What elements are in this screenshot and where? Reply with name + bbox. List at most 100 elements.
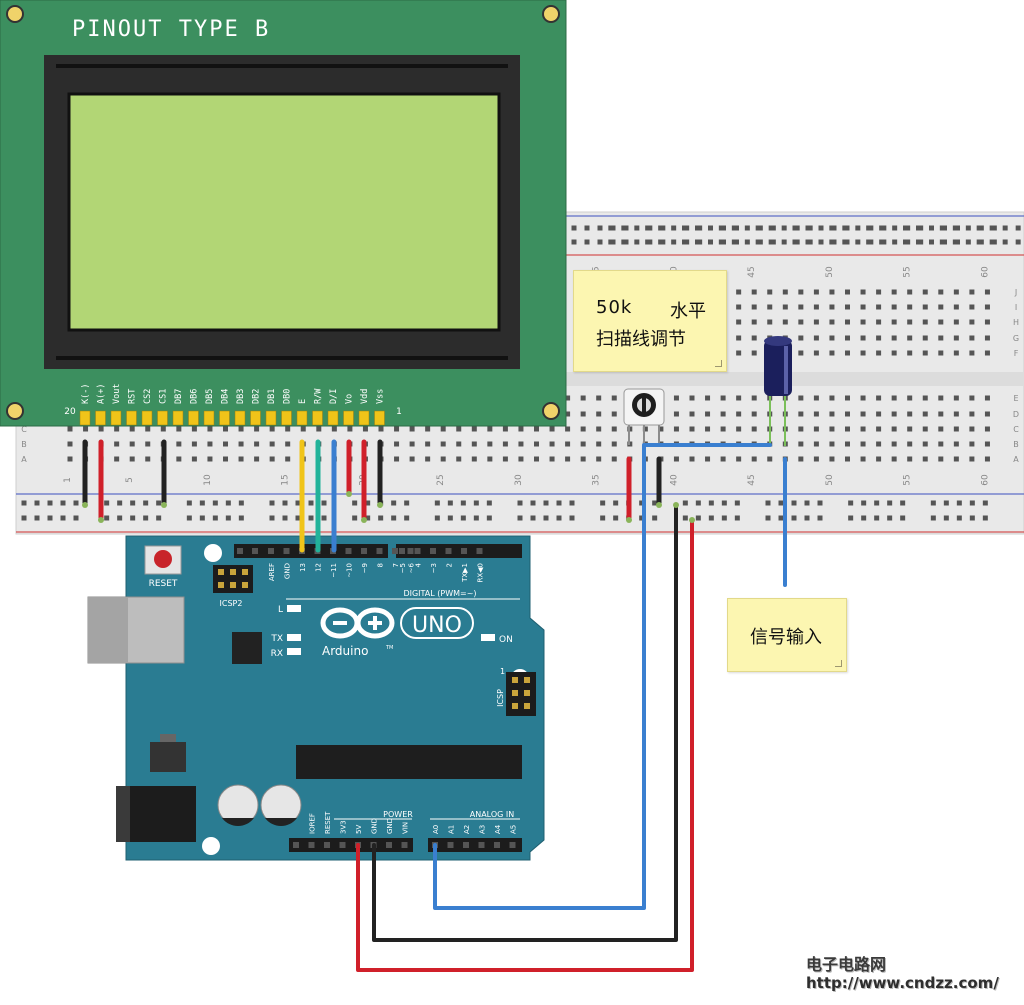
lcd-pin-label: DB6 (190, 389, 200, 404)
icsp-header (506, 672, 536, 716)
breadboard-row-letter: A (21, 455, 27, 464)
led-on-label: ON (499, 635, 513, 645)
icsp2-label: ICSP2 (220, 599, 243, 608)
power-pin-label: GND (386, 818, 394, 834)
led-tx-label: TX (270, 634, 283, 644)
atmega-chip (296, 745, 522, 779)
lcd-pin-label: DB2 (252, 389, 262, 404)
breadboard-col-number: 60 (980, 266, 990, 278)
lcd-pin-label: E (298, 399, 308, 404)
digital-pin-label: ~5 (399, 563, 407, 573)
analog-header (428, 838, 522, 852)
lcd-pin-label: Vout (112, 384, 122, 404)
voltage-regulator (150, 742, 186, 772)
digital-pin-label: GND (284, 563, 292, 579)
mount-hole (542, 402, 560, 420)
mount-hole (6, 5, 24, 23)
power-label: POWER (383, 810, 413, 819)
reset-button-cap[interactable] (154, 550, 172, 568)
lcd-pin-label: A(+) (97, 384, 107, 404)
power-pin-label: 3V3 (340, 820, 348, 834)
analog-pin-label: A4 (494, 824, 502, 834)
breadboard-col-number: 5 (125, 477, 135, 483)
breadboard-row-letter: I (1015, 303, 1017, 312)
mount-hole (6, 402, 24, 420)
arduino-logo-icon (320, 607, 395, 639)
breadboard-col-number: 55 (903, 474, 913, 485)
electrolytic-capacitor (764, 336, 792, 446)
analog-pin-label: A5 (510, 825, 518, 834)
potentiometer (623, 388, 665, 445)
pot-value: 50k (596, 297, 633, 318)
pot-label: 水平 (670, 301, 706, 322)
mount-hole (202, 837, 220, 855)
note-potentiometer: 50k 水平 扫描线调节 (573, 270, 727, 372)
lcd-pin (327, 410, 339, 426)
breadboard-row-letter: A (1013, 455, 1019, 464)
wire-5v-rail (356, 518, 694, 972)
analog-pin-label: A2 (463, 825, 471, 834)
breadboard-row-letter: H (1013, 318, 1019, 327)
wires (82, 439, 787, 972)
mount-hole (542, 5, 560, 23)
analog-pin-label: A1 (448, 825, 456, 834)
wire-a0-signal (433, 443, 772, 910)
digital-pin-label: 13 (299, 563, 307, 572)
lcd-pin (188, 410, 199, 426)
digital-pin-label: RX◀0 (477, 563, 485, 583)
digital-header-left (234, 544, 388, 558)
pin-number-last: 1 (396, 407, 402, 417)
pin-number-first: 20 (64, 407, 76, 417)
usb-chip (232, 632, 262, 664)
wire-gnd-rail (372, 503, 678, 942)
digital-pin-label: 8 (377, 563, 385, 567)
breadboard-row-letter: C (21, 425, 27, 434)
power-pin-label: IOREF (309, 813, 317, 834)
lcd-pin (203, 410, 215, 426)
uno-label: UNO (412, 613, 462, 638)
breadboard-col-number: 45 (747, 266, 757, 277)
pot-description: 扫描线调节 (596, 329, 686, 350)
digital-pin-label: 4 (415, 562, 423, 567)
icsp-pin1: 1 (500, 667, 505, 676)
lcd-pin (219, 410, 230, 426)
breadboard-col-number: 25 (436, 474, 446, 485)
breadboard-row-letter: D (1013, 410, 1019, 419)
analog-pin-label: A0 (432, 825, 440, 834)
lcd-pin-label: DB3 (236, 389, 246, 404)
breadboard-row-letter: G (1013, 334, 1019, 343)
digital-pin-label: ~3 (430, 563, 438, 573)
lcd-pin-label: DB7 (174, 389, 184, 404)
lcd-pin-label: R/W (314, 388, 324, 404)
lcd-pin (281, 410, 292, 426)
lcd-pin-label: DB0 (283, 389, 293, 404)
lcd-pin-label: CS1 (159, 389, 169, 404)
lcd-pin-label: Vo (345, 394, 355, 404)
lcd-pin (79, 410, 91, 426)
digital-pin-label: AREF (268, 563, 276, 581)
lcd-pin (141, 410, 153, 426)
breadboard-col-number: 35 (592, 474, 602, 485)
digital-pin-label: 12 (315, 563, 323, 572)
lcd-pin-label: DB5 (205, 389, 215, 404)
breadboard-row-letter: B (1013, 440, 1019, 449)
led-rx-label: RX (271, 649, 283, 659)
digital-pin-label: 2 (446, 563, 454, 567)
lcd-pin (172, 410, 184, 426)
lcd-pin-label: Vdd (360, 389, 370, 404)
led-tx (287, 634, 301, 641)
lcd-pin-label: K(-) (81, 384, 91, 404)
arduino-board: RESET ICSP2 ICSP 1 (87, 535, 545, 861)
power-header (289, 838, 413, 852)
led-l-label: L (278, 605, 283, 615)
arduino-brand: Arduino (322, 644, 368, 658)
analog-pin-label: A3 (479, 825, 487, 834)
reset-label: RESET (149, 579, 178, 589)
lcd-pin (234, 410, 246, 426)
lcd-pin-label: DB4 (221, 389, 231, 404)
led-on (481, 634, 495, 641)
mount-hole (204, 544, 222, 562)
lcd-pin (343, 410, 354, 426)
breadboard-col-number: 55 (903, 266, 913, 277)
